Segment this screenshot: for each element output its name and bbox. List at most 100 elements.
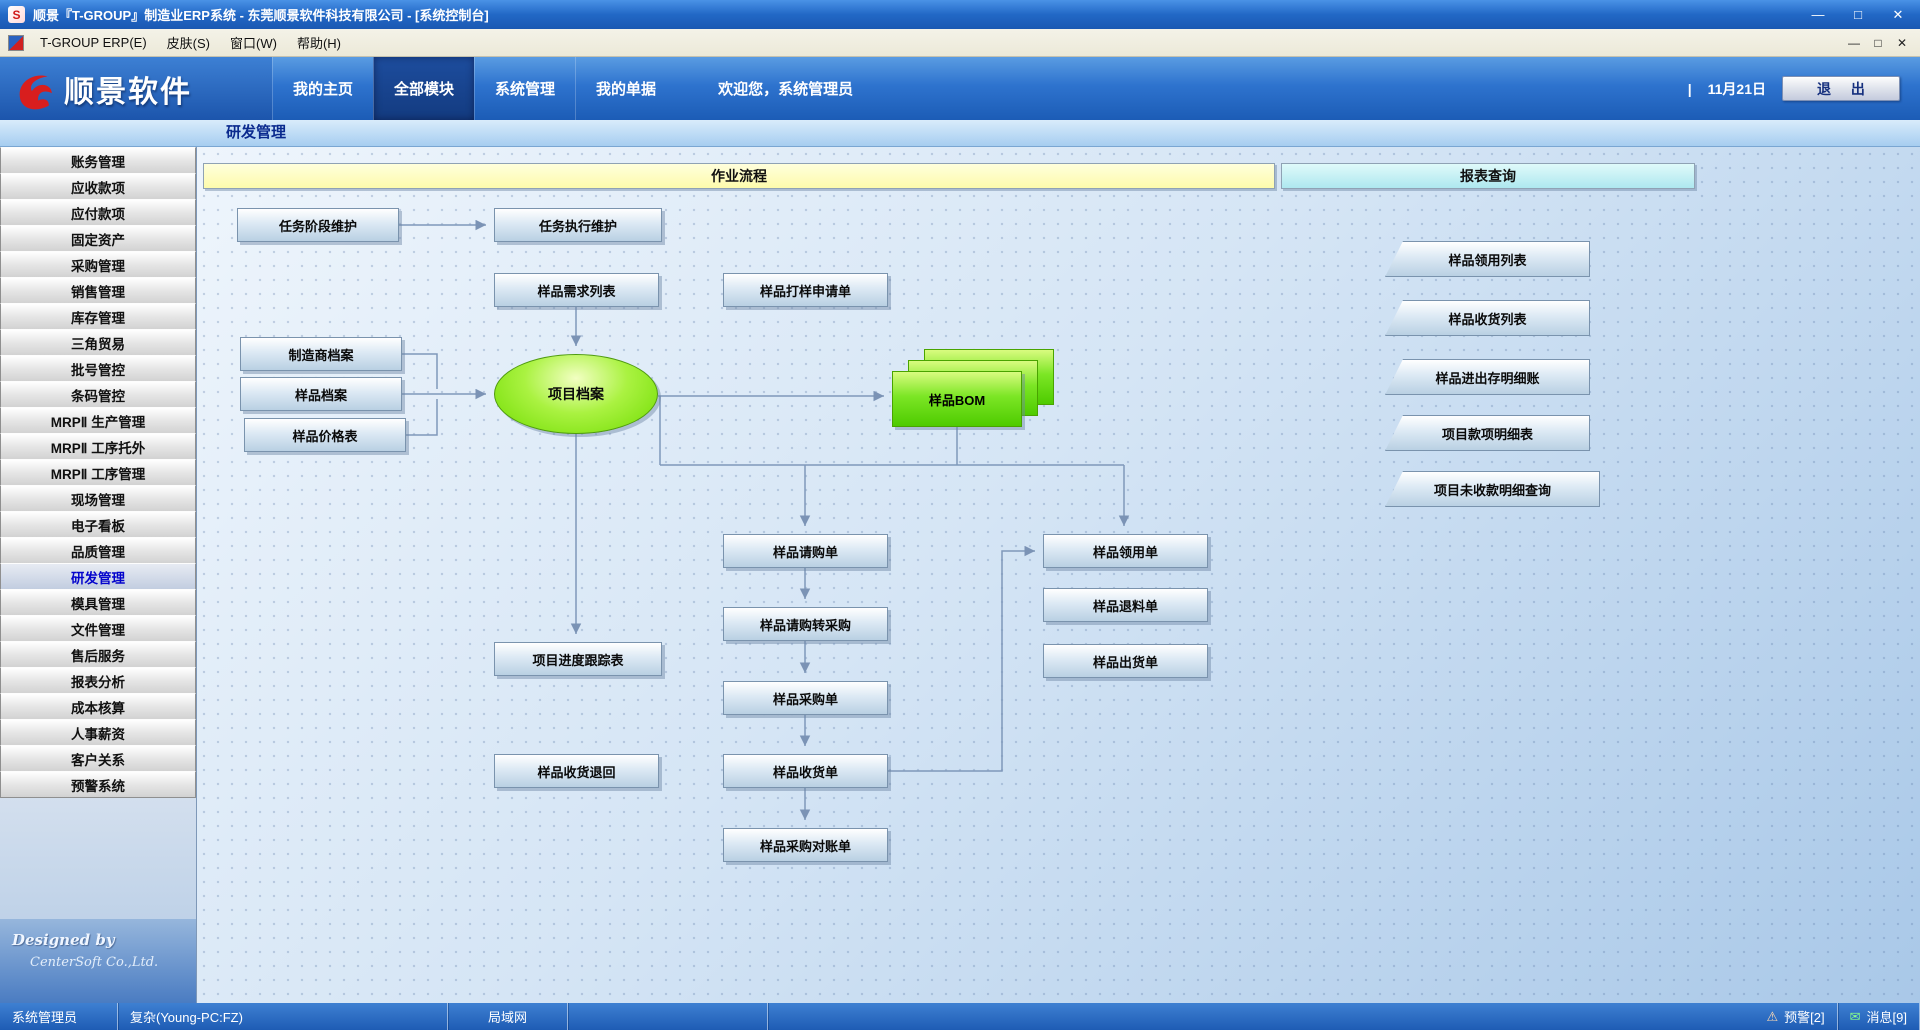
flow-node-manufacturer-archive[interactable]: 制造商档案	[240, 337, 402, 371]
report-button[interactable]: 样品进出存明细账	[1385, 359, 1590, 395]
brand-area: 顺景软件	[0, 57, 272, 120]
flow-node-project-archive[interactable]: 项目档案	[494, 354, 658, 434]
maximize-button[interactable]: □	[1854, 7, 1862, 22]
messages-label: 消息[9]	[1866, 1010, 1907, 1025]
flow-node-project-progress[interactable]: 项目进度跟踪表	[494, 642, 662, 676]
status-messages[interactable]: ✉ 消息[9]	[1838, 1003, 1920, 1030]
sidebar-empty-area	[0, 798, 196, 919]
welcome-text: 欢迎您，系统管理员	[718, 81, 854, 98]
sidebar-item[interactable]: 批号管控	[0, 355, 196, 382]
mdi-restore-button[interactable]: □	[1874, 35, 1882, 50]
sidebar-item[interactable]: 文件管理	[0, 615, 196, 642]
flow-node-sample-bom[interactable]: 样品BOM	[892, 349, 1055, 429]
sidebar-item-selected[interactable]: 研发管理	[0, 563, 196, 590]
sidebar-item[interactable]: MRPⅡ 工序管理	[0, 459, 196, 486]
flow-node-sample-shipment[interactable]: 样品出货单	[1043, 644, 1208, 678]
report-button[interactable]: 项目未收款明细查询	[1385, 471, 1600, 507]
mdi-child-icon	[8, 34, 24, 51]
report-query-header: 报表查询	[1281, 163, 1695, 189]
sidebar-item[interactable]: 应付款项	[0, 199, 196, 226]
flow-node-task-exec-maintain[interactable]: 任务执行维护	[494, 208, 662, 242]
flow-node-sample-price-list[interactable]: 样品价格表	[244, 418, 406, 452]
bom-sheet-front: 样品BOM	[892, 371, 1022, 427]
sidebar-item[interactable]: 销售管理	[0, 277, 196, 304]
exit-button[interactable]: 退 出	[1782, 76, 1900, 101]
flow-node-sample-archive[interactable]: 样品档案	[240, 377, 402, 411]
sidebar-item[interactable]: 条码管控	[0, 381, 196, 408]
flowchart-canvas: 作业流程 报表查询 任务阶段维护 任务执行维护 样品需求列表 样品打样申请单 制…	[197, 147, 1920, 1003]
sidebar-item[interactable]: 账务管理	[0, 147, 196, 174]
header-right: | 11月21日 退 出	[1688, 57, 1920, 120]
sidebar-item[interactable]: 品质管理	[0, 537, 196, 564]
menu-window[interactable]: 窗口(W)	[230, 36, 277, 51]
module-sidebar: 账务管理 应收款项 应付款项 固定资产 采购管理 销售管理 库存管理 三角贸易 …	[0, 147, 197, 1003]
designed-by-block: Designed by CenterSoft Co.,Ltd.	[0, 919, 196, 1003]
report-button[interactable]: 项目款项明细表	[1385, 415, 1590, 451]
flow-node-sample-purchase-order[interactable]: 样品采购单	[723, 681, 888, 715]
mdi-minimize-button[interactable]: —	[1848, 35, 1860, 50]
tab-my-documents[interactable]: 我的单据	[575, 57, 676, 120]
sidebar-item[interactable]: 电子看板	[0, 511, 196, 538]
sidebar-item[interactable]: 应收款项	[0, 173, 196, 200]
flow-node-sample-requisition[interactable]: 样品领用单	[1043, 534, 1208, 568]
process-flow-header: 作业流程	[203, 163, 1275, 189]
status-machine: 复杂(Young-PC:FZ)	[118, 1003, 448, 1030]
title-bar: S 顺景『T-GROUP』制造业ERP系统 - 东莞顺景软件科技有限公司 - […	[0, 0, 1920, 29]
sidebar-item[interactable]: 模具管理	[0, 589, 196, 616]
report-button[interactable]: 样品收货列表	[1385, 300, 1590, 336]
flow-node-sample-receipt[interactable]: 样品收货单	[723, 754, 888, 788]
sidebar-item[interactable]: 采购管理	[0, 251, 196, 278]
tab-system-admin[interactable]: 系统管理	[474, 57, 575, 120]
alert-icon: ⚠	[1766, 1008, 1779, 1024]
sidebar-item[interactable]: 成本核算	[0, 693, 196, 720]
flow-node-purchase-reconcile[interactable]: 样品采购对账单	[723, 828, 888, 862]
module-title: 研发管理	[0, 120, 1920, 147]
shunjing-logo-icon	[19, 74, 52, 109]
company-text: CenterSoft Co.,Ltd.	[30, 955, 159, 970]
sidebar-item[interactable]: 现场管理	[0, 485, 196, 512]
sidebar-item[interactable]: 人事薪资	[0, 719, 196, 746]
menu-skin[interactable]: 皮肤(S)	[166, 36, 211, 51]
app-header: 顺景软件 我的主页 全部模块 系统管理 我的单据 欢迎您，系统管理员 | 11月…	[0, 57, 1920, 120]
sidebar-item[interactable]: 客户关系	[0, 745, 196, 772]
tab-all-modules[interactable]: 全部模块	[373, 57, 475, 120]
designed-by-text: Designed by	[12, 931, 115, 949]
flow-node-sample-return[interactable]: 样品退料单	[1043, 588, 1208, 622]
status-user: 系统管理员	[0, 1003, 118, 1030]
menu-help[interactable]: 帮助(H)	[296, 36, 341, 51]
sidebar-item[interactable]: MRPⅡ 生产管理	[0, 407, 196, 434]
status-alerts[interactable]: ⚠ 预警[2]	[1755, 1003, 1838, 1030]
status-network: 局域网	[448, 1003, 568, 1030]
current-date: 11月21日	[1707, 80, 1766, 97]
sidebar-item[interactable]: 报表分析	[0, 667, 196, 694]
main-nav-tabs: 我的主页 全部模块 系统管理 我的单据	[272, 57, 676, 120]
message-icon: ✉	[1849, 1008, 1861, 1024]
menu-tgroup-erp[interactable]: T-GROUP ERP(E)	[40, 35, 147, 50]
menu-bar: T-GROUP ERP(E) 皮肤(S) 窗口(W) 帮助(H) — □ ✕	[0, 29, 1920, 57]
report-button[interactable]: 样品领用列表	[1385, 241, 1590, 277]
alerts-label: 预警[2]	[1784, 1010, 1825, 1025]
window-title: 顺景『T-GROUP』制造业ERP系统 - 东莞顺景软件科技有限公司 - [系统…	[33, 8, 489, 23]
sidebar-item[interactable]: MRPⅡ 工序托外	[0, 433, 196, 460]
sidebar-item[interactable]: 库存管理	[0, 303, 196, 330]
sidebar-item[interactable]: 固定资产	[0, 225, 196, 252]
sidebar-item[interactable]: 三角贸易	[0, 329, 196, 356]
date-separator: |	[1687, 80, 1692, 97]
flow-node-request-to-purchase[interactable]: 样品请购转采购	[723, 607, 888, 641]
tab-my-home[interactable]: 我的主页	[272, 57, 373, 120]
flow-connectors	[399, 219, 1130, 820]
minimize-button[interactable]: —	[1811, 7, 1825, 22]
flow-node-sample-proof-request[interactable]: 样品打样申请单	[723, 273, 888, 307]
sidebar-item[interactable]: 预警系统	[0, 771, 196, 798]
mdi-close-button[interactable]: ✕	[1896, 35, 1908, 50]
close-button[interactable]: ✕	[1892, 6, 1904, 22]
status-empty	[568, 1003, 768, 1030]
app-logo-icon: S	[8, 6, 25, 23]
sidebar-item[interactable]: 售后服务	[0, 641, 196, 668]
flow-node-sample-demand-list[interactable]: 样品需求列表	[494, 273, 659, 307]
brand-name: 顺景软件	[64, 75, 192, 109]
flow-node-task-stage-maintain[interactable]: 任务阶段维护	[237, 208, 399, 242]
flow-node-receipt-return[interactable]: 样品收货退回	[494, 754, 659, 788]
flow-node-sample-purchase-request[interactable]: 样品请购单	[723, 534, 888, 568]
status-bar: 系统管理员 复杂(Young-PC:FZ) 局域网 ⚠ 预警[2] ✉ 消息[9…	[0, 1003, 1920, 1030]
